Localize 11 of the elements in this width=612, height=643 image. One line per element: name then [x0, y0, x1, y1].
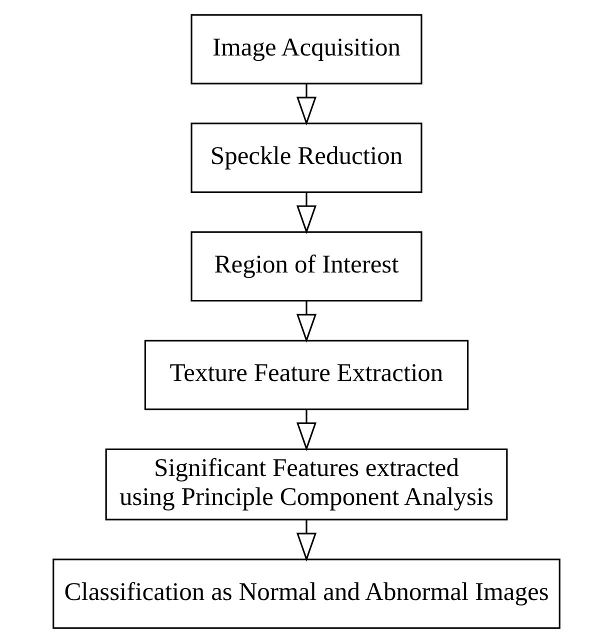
node-box: Region of Interest — [190, 231, 422, 302]
arrow — [296, 520, 316, 562]
arrow — [296, 84, 316, 126]
arrow — [296, 410, 316, 452]
node-box: Image Acquisition — [190, 14, 422, 84]
arrow — [296, 300, 316, 343]
node-box: Speckle Reduction — [190, 122, 422, 193]
arrow — [296, 192, 316, 234]
node-box: Significant Features extracted using Principle Component Analysis — [104, 448, 508, 520]
node-box: Texture Feature Extraction — [144, 340, 468, 410]
node-box: Classification as Normal and Abnormal Images — [52, 558, 560, 629]
